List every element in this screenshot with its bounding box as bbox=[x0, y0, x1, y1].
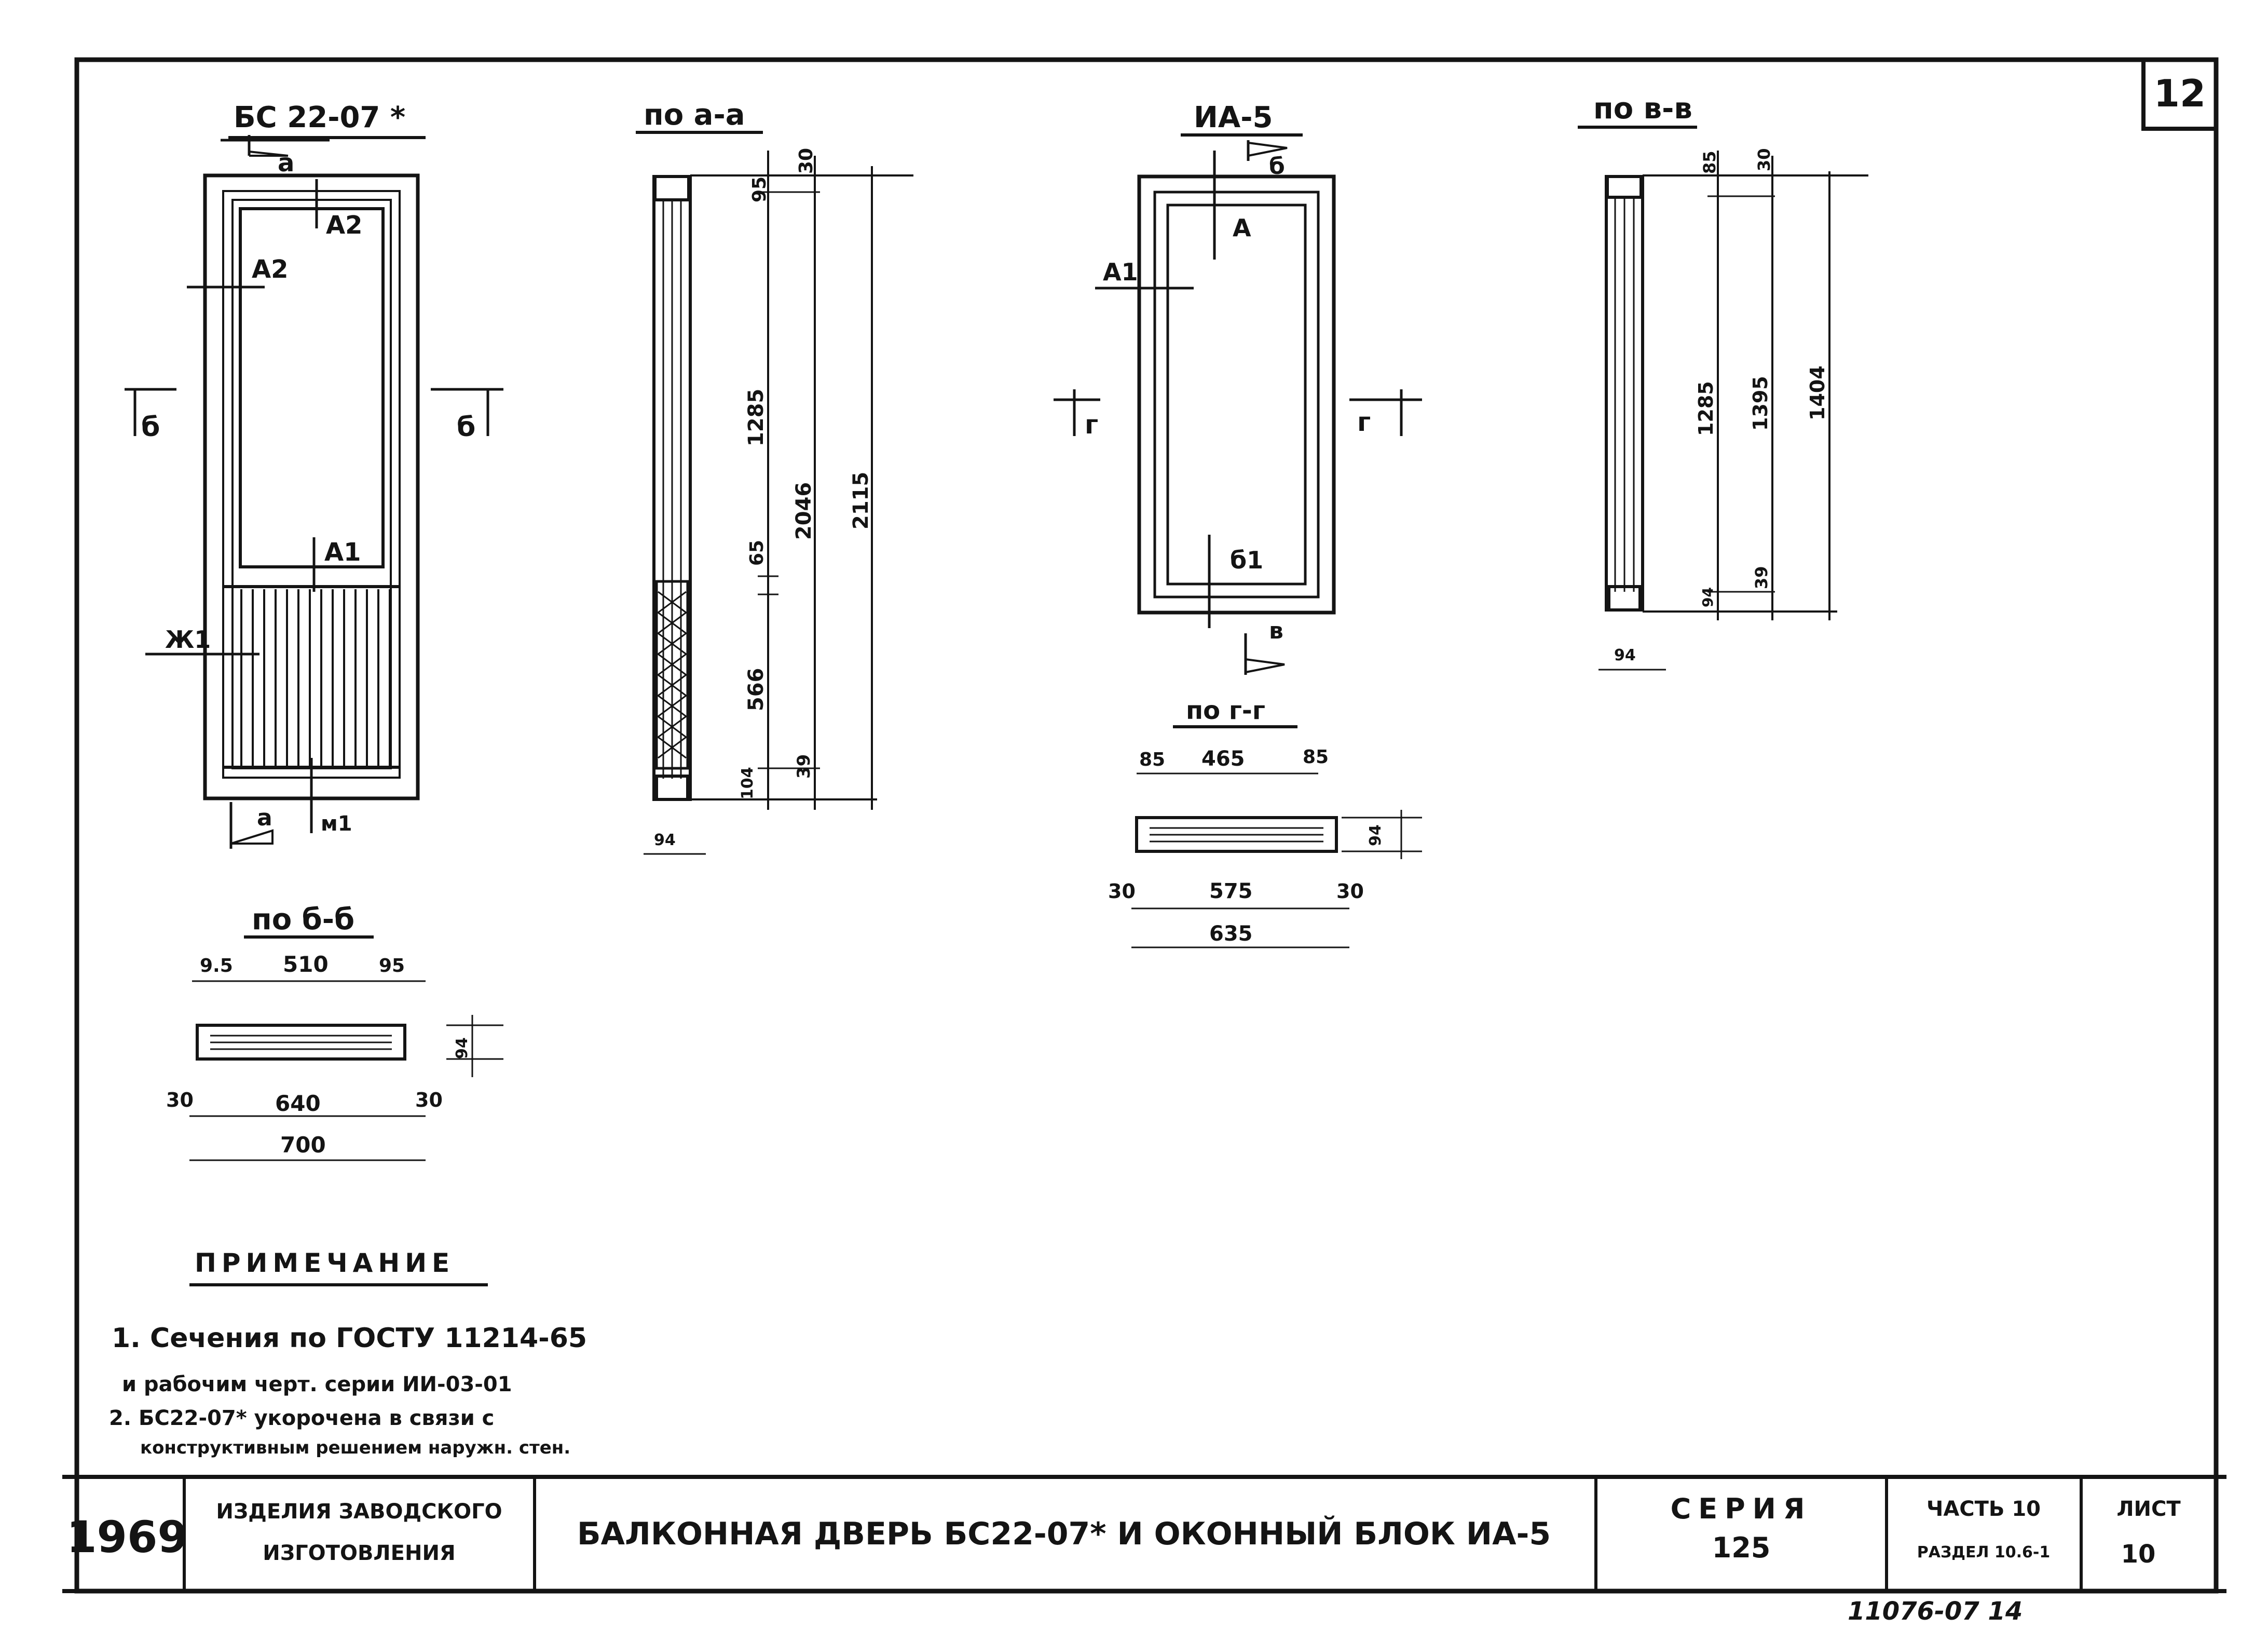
vv-dim-85: 85 bbox=[1700, 151, 1719, 174]
window-mark-a: А bbox=[1233, 214, 1251, 242]
aa-dim-104: 104 bbox=[739, 767, 757, 799]
aa-dim-1285: 1285 bbox=[744, 389, 768, 446]
title-block: 1969 ИЗДЕЛИЯ ЗАВОДСКОГО ИЗГОТОВЛЕНИЯ БАЛ… bbox=[62, 1475, 2226, 1593]
gg-dim-30-right: 30 bbox=[1336, 880, 1364, 903]
door-louvre bbox=[240, 589, 391, 766]
aa-dim-94: 94 bbox=[654, 831, 676, 849]
door-mark-a-top: а bbox=[278, 148, 294, 178]
title-part: ЧАСТЬ 10 bbox=[1927, 1497, 2041, 1521]
window-mark-a1: А1 bbox=[1103, 258, 1138, 286]
window-mark-g-left: г bbox=[1085, 410, 1098, 440]
window-mark-g-right: г bbox=[1357, 407, 1371, 437]
title-series-value: 125 bbox=[1712, 1531, 1771, 1564]
gg-dim-85-right: 85 bbox=[1303, 746, 1329, 768]
vv-dim-1285: 1285 bbox=[1695, 381, 1717, 436]
vv-dim-1395: 1395 bbox=[1749, 376, 1772, 431]
bb-dim-9-5: 9.5 bbox=[200, 955, 233, 976]
window-mark-b: б bbox=[1269, 153, 1285, 180]
door-elevation: БС 22-07 * а А2 А2 б б bbox=[125, 101, 503, 849]
section-aa-title: по а-а bbox=[644, 98, 745, 132]
bb-dim-30-left: 30 bbox=[166, 1089, 194, 1111]
door-mark-a2-top: А2 bbox=[326, 211, 363, 240]
title-sheet-value: 10 bbox=[2121, 1540, 2156, 1569]
title-main: БАЛКОННАЯ ДВЕРЬ БС22-07* И ОКОННЫЙ БЛОК … bbox=[577, 1515, 1551, 1552]
sheet-number: 12 bbox=[2154, 72, 2206, 115]
bb-dim-95: 95 bbox=[379, 955, 405, 976]
section-gg-title: по г-г bbox=[1186, 696, 1265, 725]
door-mark-a2-left: А2 bbox=[252, 255, 289, 284]
door-title: БС 22-07 * bbox=[234, 101, 405, 134]
vv-dim-1404: 1404 bbox=[1806, 365, 1829, 420]
section-bb: по б-б 9.5 510 95 94 30 640 30 700 bbox=[166, 903, 503, 1161]
note-line-1: 1. Сечения по ГОСТУ 11214-65 bbox=[112, 1323, 587, 1354]
title-sheet-label: ЛИСТ bbox=[2116, 1497, 2181, 1521]
title-category-line2: ИЗГОТОВЛЕНИЯ bbox=[263, 1541, 455, 1565]
bb-dim-30-right: 30 bbox=[415, 1089, 443, 1111]
vv-dim-94-side: 94 bbox=[1699, 587, 1716, 607]
aa-dim-30: 30 bbox=[796, 148, 817, 174]
title-series-label: СЕРИЯ bbox=[1671, 1492, 1812, 1525]
note-line-2: и рабочим черт. серии ИИ-03-01 bbox=[122, 1373, 512, 1396]
aa-dim-2115: 2115 bbox=[849, 472, 873, 529]
section-bb-title: по б-б bbox=[252, 903, 354, 936]
bb-dim-640: 640 bbox=[275, 1091, 321, 1116]
window-mark-v: в bbox=[1269, 618, 1283, 644]
note-line-3: 2. БС22-07* укорочена в связи с bbox=[109, 1406, 494, 1430]
window-mark-b1: б1 bbox=[1230, 546, 1263, 574]
door-mark-b-left: б bbox=[141, 412, 160, 443]
aa-dim-95: 95 bbox=[749, 176, 770, 202]
gg-dim-94: 94 bbox=[1367, 824, 1385, 846]
title-category-line1: ИЗДЕЛИЯ ЗАВОДСКОГО bbox=[216, 1500, 502, 1524]
gg-dim-85-left: 85 bbox=[1139, 749, 1165, 770]
aa-dim-39: 39 bbox=[794, 754, 814, 779]
door-mark-zh1: Ж1 bbox=[165, 626, 211, 654]
bb-dim-94: 94 bbox=[453, 1037, 471, 1059]
notes: ПРИМЕЧАНИЕ 1. Сечения по ГОСТУ 11214-65 … bbox=[109, 1248, 587, 1458]
gg-dim-635: 635 bbox=[1209, 922, 1253, 946]
archive-number: 11076-07 14 bbox=[1848, 1597, 2023, 1626]
vv-dim-94: 94 bbox=[1614, 646, 1636, 664]
note-line-4: конструктивным решением наружн. стен. bbox=[140, 1437, 570, 1458]
aa-dim-566: 566 bbox=[744, 668, 768, 712]
section-vv: по в-в 85 30 1285 1395 1404 94 39 94 bbox=[1578, 92, 1868, 671]
door-mark-a-bottom: а bbox=[257, 805, 272, 831]
vv-dim-30: 30 bbox=[1754, 148, 1774, 171]
title-section: РАЗДЕЛ 10.6-1 bbox=[1917, 1543, 2050, 1561]
gg-dim-575: 575 bbox=[1209, 879, 1253, 903]
section-aa: по а-а 30 95 1285 2046 2115 65 566 104 3… bbox=[636, 98, 913, 855]
door-mark-m1: м1 bbox=[321, 812, 352, 836]
gg-dim-30-left: 30 bbox=[1108, 880, 1136, 903]
vv-dim-39: 39 bbox=[1752, 566, 1771, 589]
notes-heading: ПРИМЕЧАНИЕ bbox=[195, 1248, 455, 1278]
section-gg: по г-г 85 465 85 94 30 575 30 635 bbox=[1108, 696, 1422, 948]
door-mark-a1: А1 bbox=[324, 538, 361, 567]
title-year: 1969 bbox=[66, 1512, 188, 1563]
section-vv-title: по в-в bbox=[1593, 92, 1692, 126]
door-mark-b-right: б bbox=[457, 412, 475, 443]
aa-dim-2046: 2046 bbox=[792, 482, 816, 540]
bb-dim-700: 700 bbox=[280, 1132, 326, 1158]
gg-dim-465: 465 bbox=[1201, 747, 1245, 771]
bb-dim-510: 510 bbox=[283, 952, 329, 977]
window-elevation: ИА-5 б А А1 г г б1 в bbox=[1054, 101, 1422, 675]
window-title: ИА-5 bbox=[1194, 101, 1273, 134]
aa-dim-65: 65 bbox=[746, 540, 768, 566]
sheet-number-box bbox=[2141, 58, 2218, 131]
